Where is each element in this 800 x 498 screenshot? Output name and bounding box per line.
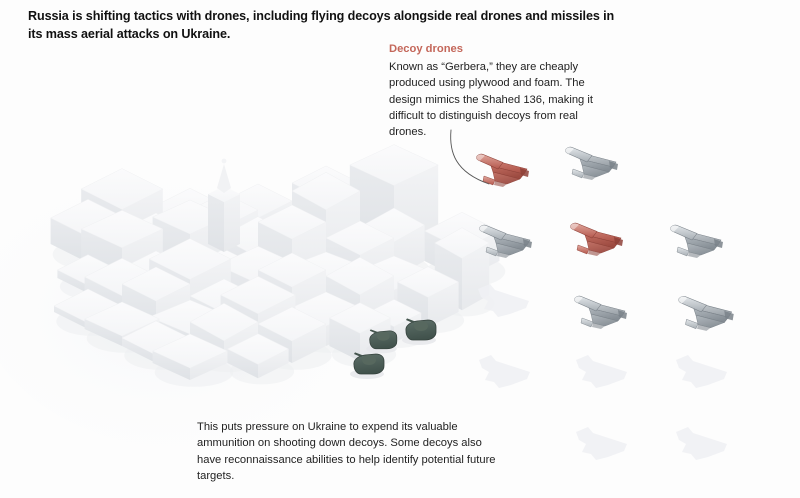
building <box>148 299 237 353</box>
real-drone-icon <box>574 295 627 329</box>
building <box>257 204 332 302</box>
ghost-drone-icon <box>676 355 727 388</box>
bottom-note: This puts pressure on Ukraine to expend … <box>197 421 496 483</box>
building <box>152 188 234 254</box>
city-buildings-group <box>50 144 506 387</box>
building <box>121 266 196 336</box>
building <box>121 320 196 370</box>
building <box>189 278 264 336</box>
building <box>291 172 366 288</box>
building <box>216 246 305 322</box>
building <box>226 333 295 385</box>
building <box>148 238 237 324</box>
building <box>189 303 264 373</box>
building <box>50 199 132 271</box>
building <box>121 250 196 302</box>
building <box>223 183 298 251</box>
building <box>250 208 339 268</box>
building <box>328 302 397 368</box>
building <box>281 251 377 319</box>
building <box>287 291 370 353</box>
callout-title: Decoy drones <box>389 43 463 55</box>
real-drone-icon <box>678 295 734 331</box>
building <box>352 255 441 319</box>
military-vehicle-icon <box>402 318 437 345</box>
building <box>80 210 169 288</box>
ghost-drone-icon <box>676 427 727 460</box>
military-vehicle-icon <box>350 352 385 379</box>
real-drone-icon <box>479 224 532 258</box>
military-vehicle-icon <box>366 329 398 354</box>
church-spire-landmark <box>208 158 240 252</box>
building <box>56 254 125 300</box>
building <box>291 165 366 251</box>
building <box>151 333 234 387</box>
real-drone-icon <box>670 224 723 258</box>
ghost-drone-icon <box>479 355 530 388</box>
ghost-drone-icon <box>576 355 627 388</box>
callout-body: Known as “Gerbera,” they are cheaply pro… <box>389 61 593 139</box>
ghost-drone-icon <box>576 427 627 460</box>
building <box>349 144 445 256</box>
decoy-drones-callout: Decoy drones Known as “Gerbera,” they ar… <box>389 42 605 141</box>
building <box>362 207 431 285</box>
building <box>325 257 400 339</box>
building <box>189 192 264 268</box>
building <box>257 252 332 336</box>
building <box>325 220 400 302</box>
decoy-drone-icon <box>476 153 529 187</box>
real-drone-icon <box>565 146 618 180</box>
building <box>424 212 506 288</box>
building <box>80 168 169 256</box>
ghost-drone-icon <box>478 284 529 317</box>
decoy-drone-icon <box>570 222 623 256</box>
building <box>84 258 166 322</box>
building <box>366 299 427 349</box>
building <box>189 248 264 302</box>
page-headline: Russia is shifting tactics with drones, … <box>28 9 615 41</box>
building <box>434 227 495 317</box>
building <box>257 306 332 370</box>
building <box>53 288 128 336</box>
building <box>83 301 166 353</box>
building <box>151 199 234 285</box>
building <box>396 266 465 334</box>
building <box>121 212 196 268</box>
building <box>220 216 302 290</box>
building <box>220 276 302 356</box>
